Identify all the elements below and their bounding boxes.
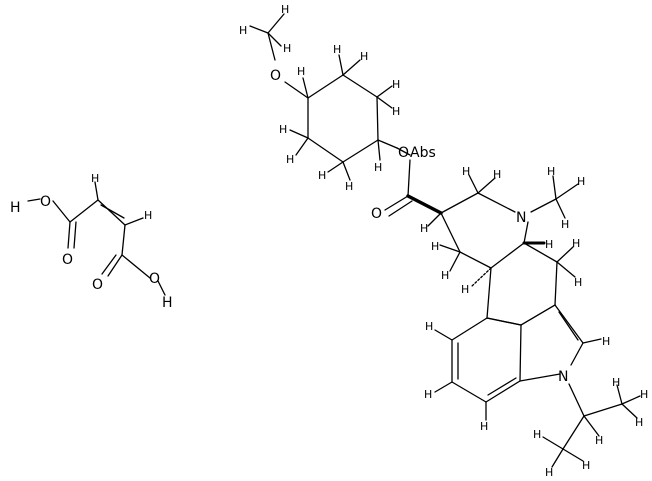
- ring-hydrogen: H: [360, 50, 368, 63]
- isopropyl-hydrogen: H: [612, 376, 620, 389]
- aromatic-hydrogen: H: [602, 335, 610, 348]
- methyl-hydrogen: H: [239, 24, 247, 37]
- stereo-hydrogen: H: [461, 283, 469, 296]
- aromatic-hydrogen: H: [480, 420, 488, 433]
- pyrrole-ring: H N: [519, 304, 610, 385]
- ring-hydrogen: H: [318, 169, 326, 182]
- hydroxyl-oxygen-left: O: [40, 194, 51, 210]
- isopropyl-hydrogen: H: [533, 428, 541, 441]
- isopropyl-hydrogen: H: [640, 388, 648, 401]
- n-methyl-hydrogen: H: [547, 165, 555, 178]
- amine-nitrogen: N: [516, 210, 526, 226]
- isopropyl-hydrogen: H: [582, 459, 590, 472]
- ring-hydrogen: H: [431, 240, 439, 253]
- n-methyl-hydrogen: H: [577, 175, 585, 188]
- ring-hydrogen: H: [392, 78, 400, 91]
- hydroxyl-hydrogen-right: H: [162, 295, 173, 311]
- vinyl-hydrogen-left: H: [91, 172, 99, 185]
- stereo-hydrogen: H: [545, 238, 553, 251]
- ring-hydrogen: H: [441, 269, 449, 282]
- aromatic-hydrogen: H: [425, 320, 433, 333]
- indole-nitrogen: N: [558, 369, 568, 385]
- carbonyl-oxygen: O: [371, 206, 382, 222]
- maleic-acid: H O O H H O O H: [10, 172, 173, 311]
- ring-hydrogen: H: [572, 237, 580, 250]
- isopropyl-group: H H H H H H H: [533, 376, 648, 479]
- benzene-ring: H H H: [424, 317, 522, 433]
- ring-hydrogen: H: [374, 161, 382, 174]
- ring-hydrogen: H: [286, 153, 294, 166]
- isopropyl-hydrogen: H: [595, 434, 603, 447]
- methyl-hydrogen: H: [281, 3, 289, 16]
- stereo-hydrogen: H: [420, 222, 428, 235]
- isopropyl-hydrogen: H: [635, 416, 643, 429]
- hydroxyl-hydrogen-left: H: [10, 200, 21, 216]
- hydroxyl-oxygen-right: O: [149, 271, 160, 287]
- ring-hydrogen: H: [297, 65, 305, 78]
- carbonyl-oxygen-right: O: [92, 277, 103, 293]
- methoxy-oxygen: O: [270, 68, 281, 84]
- ring-hydrogen: H: [392, 105, 400, 118]
- ring-hydrogen: H: [462, 165, 470, 178]
- methyl-hydrogen: H: [283, 42, 291, 55]
- ergoline-piperidine-ring: N H H H H H H H H H H: [420, 165, 585, 296]
- aromatic-hydrogen: H: [424, 388, 432, 401]
- ring-hydrogen: H: [345, 180, 353, 193]
- ester-oxygen: O: [398, 145, 409, 161]
- ring-hydrogen: H: [279, 123, 287, 136]
- methoxy-group: H H H O: [239, 3, 309, 99]
- ring-hydrogen: H: [493, 168, 501, 181]
- n-methyl-hydrogen: H: [561, 218, 569, 231]
- ester-linkage: O Abs O: [371, 145, 443, 222]
- ring-hydrogen: H: [333, 43, 341, 56]
- cyclohexyl-ring: H H H H H H H H H H: [279, 43, 400, 193]
- carbonyl-oxygen-left: O: [62, 252, 73, 268]
- vinyl-hydrogen-right: H: [144, 209, 152, 222]
- ergoline-c-ring: H H: [486, 237, 582, 326]
- ring-hydrogen: H: [574, 276, 582, 289]
- stereo-abs-label: Abs: [410, 145, 436, 161]
- isopropyl-hydrogen: H: [545, 466, 553, 479]
